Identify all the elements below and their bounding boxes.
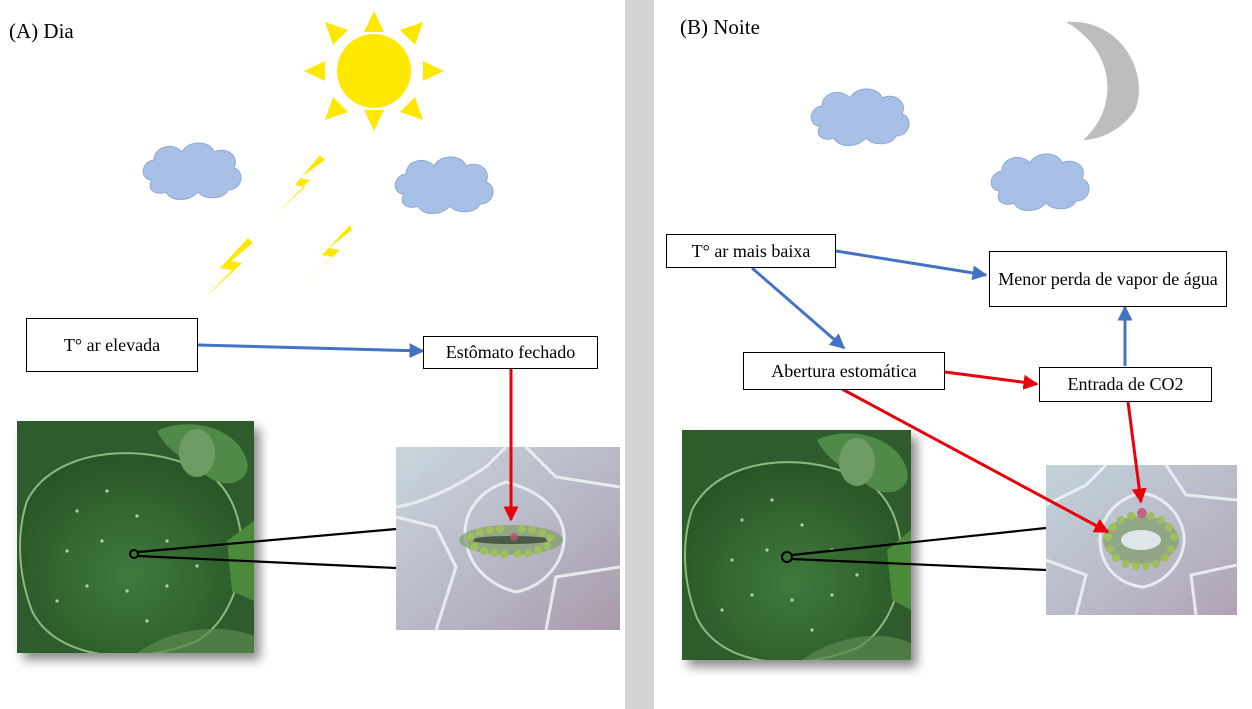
night-opening-box: Abertura estomática <box>743 352 945 390</box>
night-water-loss-box: Menor perda de vapor de água <box>989 251 1227 307</box>
panel-divider <box>625 0 654 709</box>
cloud-icon <box>990 153 1090 211</box>
callout-line <box>791 526 1047 557</box>
cloud-icon <box>810 88 910 146</box>
sun-icon <box>304 11 444 131</box>
arrow-temp-to-opening <box>751 266 846 350</box>
moon-icon <box>1066 21 1140 141</box>
cactus-photo-night <box>682 430 911 660</box>
callout-line <box>137 554 397 570</box>
lightning-icon <box>205 155 352 298</box>
arrow-temp-to-stomata <box>197 343 425 359</box>
cloud-icon <box>142 142 242 200</box>
stomata-micrograph-open <box>1046 465 1237 615</box>
arrow-co2-to-micrograph <box>1126 401 1147 504</box>
day-stomata-box: Estômato fechado <box>423 336 598 369</box>
arrow-temp-to-water-loss <box>835 249 988 281</box>
day-panel-title: (A) Dia <box>9 19 74 43</box>
magnify-spot <box>781 551 793 563</box>
callout-line <box>137 527 397 554</box>
arrow-opening-to-co2 <box>944 370 1039 390</box>
stomata-micrograph-closed <box>396 447 620 630</box>
night-co2-box: Entrada de CO2 <box>1039 367 1212 402</box>
night-temperature-box: T° ar mais baixa <box>666 234 836 268</box>
arrow-opening-to-micrograph <box>841 387 1110 534</box>
cloud-icon <box>394 156 494 214</box>
callout-line <box>791 557 1047 572</box>
night-panel-title: (B) Noite <box>680 15 760 39</box>
day-temperature-box: T° ar elevada <box>26 318 198 372</box>
magnify-spot <box>129 549 139 559</box>
